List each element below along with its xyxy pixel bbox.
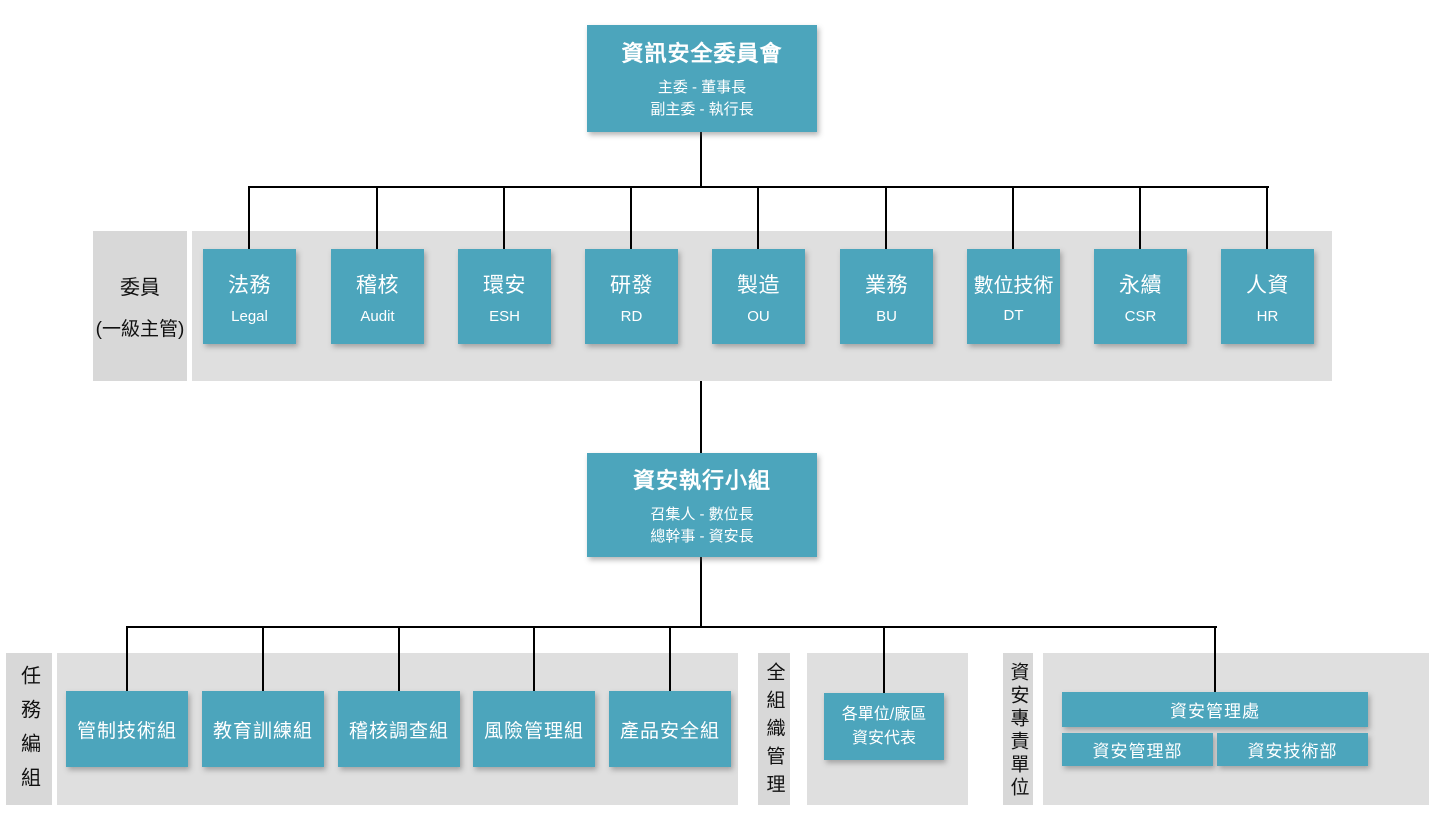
connector xyxy=(249,186,1269,188)
connector xyxy=(1139,186,1141,252)
node-unit-site-representatives: 各單位/廠區 資安代表 xyxy=(824,693,944,760)
member-title: 數位技術 xyxy=(973,275,1054,297)
node-security-technology-dept: 資安技術部 xyxy=(1217,733,1368,766)
node-member-audit: 稽核 Audit xyxy=(331,249,424,344)
member-title: 製造 xyxy=(737,273,780,297)
member-subtitle: HR xyxy=(1256,307,1279,325)
exec-team-secretary: 總幹事 - 資安長 xyxy=(650,527,754,545)
connector xyxy=(533,626,535,694)
member-subtitle: ESH xyxy=(489,307,520,325)
member-subtitle: RD xyxy=(620,307,643,325)
member-title: 環安 xyxy=(483,273,526,297)
member-subtitle: BU xyxy=(876,307,897,325)
node-member-rd: 研發 RD xyxy=(585,249,678,344)
node-member-ou: 製造 OU xyxy=(712,249,805,344)
org-wide-label: 全組織管理 xyxy=(758,653,790,805)
member-title: 研發 xyxy=(610,273,653,297)
committee-chair: 主委 - 董事長 xyxy=(657,79,747,97)
member-subtitle: DT xyxy=(1003,307,1024,324)
node-security-management-division: 資安管理處 xyxy=(1062,692,1368,727)
connector xyxy=(885,186,887,252)
member-title: 稽核 xyxy=(356,273,399,297)
node-group-risk-management: 風險管理組 xyxy=(473,691,595,767)
member-subtitle: CSR xyxy=(1124,307,1157,325)
node-group-audit-investigation: 稽核調查組 xyxy=(338,691,460,767)
task-force-label: 任務編組 xyxy=(6,653,52,805)
member-title: 業務 xyxy=(865,273,908,297)
member-subtitle: Audit xyxy=(360,307,395,325)
connector xyxy=(398,626,400,694)
members-label-line1: 委員 xyxy=(120,277,160,299)
node-group-product-security: 產品安全組 xyxy=(609,691,731,767)
connector xyxy=(700,381,702,454)
connector xyxy=(700,131,702,187)
connector xyxy=(757,186,759,252)
exec-team-title: 資安執行小組 xyxy=(632,467,771,493)
node-member-csr: 永續 CSR xyxy=(1094,249,1187,344)
node-security-management-dept: 資安管理部 xyxy=(1062,733,1213,766)
member-title: 人資 xyxy=(1246,273,1289,297)
connector xyxy=(700,556,702,628)
members-section-label: 委員 (一級主管) xyxy=(93,231,187,381)
dedicated-unit-label: 資安專責單位 xyxy=(1003,653,1033,805)
rep-line2: 資安代表 xyxy=(851,729,916,747)
exec-team-subtitle: 召集人 - 數位長 總幹事 - 資安長 xyxy=(650,504,753,548)
node-member-esh: 環安 ESH xyxy=(458,249,551,344)
dedicated-unit-band xyxy=(1043,653,1429,805)
member-subtitle: OU xyxy=(747,307,770,325)
node-group-education-training: 教育訓練組 xyxy=(202,691,324,767)
node-member-hr: 人資 HR xyxy=(1221,249,1314,344)
member-title: 永續 xyxy=(1119,273,1162,297)
connector xyxy=(248,186,250,252)
connector xyxy=(1266,186,1268,252)
rep-line1: 各單位/廠區 xyxy=(841,706,927,724)
connector xyxy=(126,626,128,694)
committee-subtitle: 主委 - 董事長 副主委 - 執行長 xyxy=(650,77,753,121)
connector xyxy=(376,186,378,252)
connector xyxy=(503,186,505,252)
member-title: 法務 xyxy=(228,273,271,297)
committee-title: 資訊安全委員會 xyxy=(621,41,783,67)
node-info-security-committee: 資訊安全委員會 主委 - 董事長 副主委 - 執行長 xyxy=(587,25,817,132)
exec-team-convener: 召集人 - 數位長 xyxy=(650,505,754,523)
connector xyxy=(669,626,671,694)
connector xyxy=(630,186,632,252)
node-group-control-tech: 管制技術組 xyxy=(66,691,188,767)
connector xyxy=(262,626,264,694)
committee-vice-chair: 副主委 - 執行長 xyxy=(650,101,754,118)
member-subtitle: Legal xyxy=(231,307,268,325)
members-label-line2: (一級主管) xyxy=(95,319,185,340)
node-member-bu: 業務 BU xyxy=(840,249,933,344)
connector xyxy=(1214,626,1216,694)
node-security-execution-team: 資安執行小組 召集人 - 數位長 總幹事 - 資安長 xyxy=(587,453,817,557)
connector xyxy=(1012,186,1014,252)
node-member-legal: 法務 Legal xyxy=(203,249,296,344)
connector xyxy=(883,626,885,696)
connector xyxy=(127,626,1217,628)
node-member-dt: 數位技術 DT xyxy=(967,249,1060,344)
